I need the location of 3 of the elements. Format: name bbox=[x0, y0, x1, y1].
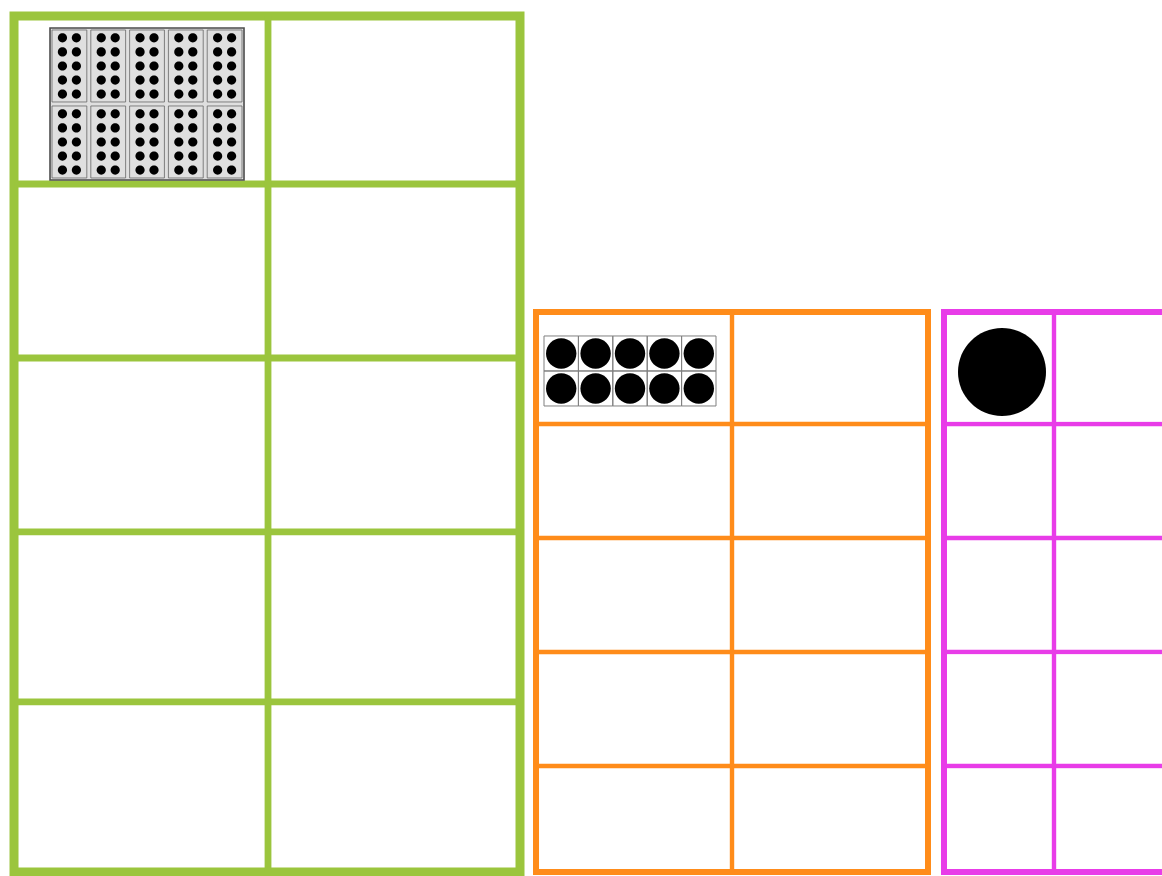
place-value-grid bbox=[533, 309, 931, 875]
place-value-grid bbox=[941, 309, 1162, 875]
place-value-grid bbox=[9, 11, 525, 876]
